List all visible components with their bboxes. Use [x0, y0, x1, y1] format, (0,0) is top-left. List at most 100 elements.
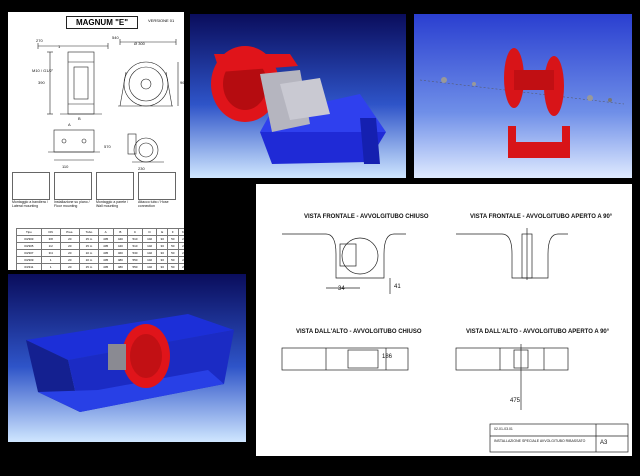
- reel-bracket-render: [211, 46, 386, 164]
- table-cell: 20: [59, 263, 81, 270]
- titleblock-code: 02-01-03.01: [494, 427, 513, 431]
- dim-41: 41: [394, 284, 401, 290]
- table-cell: 21: [177, 235, 184, 243]
- table-header: Tipo: [16, 228, 42, 236]
- table-header: Kg: [177, 228, 184, 236]
- table-cell: 510: [127, 242, 143, 250]
- table-cell: 550: [127, 263, 143, 270]
- table-cell: 25: [177, 263, 184, 270]
- table-cell: 20: [59, 249, 81, 257]
- table-header: Tubo: [79, 228, 99, 236]
- render-reel-bracket: [190, 14, 406, 178]
- table-cell: 30: [156, 242, 168, 250]
- caption-4: Attacco tubo / Hose connection: [138, 200, 169, 208]
- view-label-front-open: VISTA FRONTALE - AVVOLGITUBO APERTO A 90…: [470, 214, 613, 220]
- table-cell: 440: [112, 242, 129, 250]
- dim-110: 110: [62, 164, 69, 169]
- table-cell: 50: [167, 242, 179, 250]
- dim-b: B: [78, 116, 81, 121]
- table-cell: 15 m: [79, 263, 99, 270]
- exploded-view-render: [419, 48, 625, 158]
- table-header: B: [112, 228, 129, 236]
- table-cell: 1: [40, 256, 61, 264]
- table-cell: 1/2: [40, 242, 61, 250]
- dim-1: 1: [58, 44, 61, 49]
- caption-1: Montaggio a bandiera / Lateral mounting: [12, 200, 48, 208]
- table-cell: 24: [177, 256, 184, 264]
- table-cell: 50: [167, 256, 179, 264]
- table-cell: 30: [156, 263, 168, 270]
- table-header: DN: [40, 228, 61, 236]
- table-cell: 50: [167, 249, 179, 257]
- blue-tray-render: [26, 314, 234, 412]
- titleblock-description: INSTALLAZIONE SPECIALE AVVOLGITUBO RIBAS…: [494, 439, 586, 443]
- dim-540: 540: [112, 35, 119, 40]
- table-cell: 405: [97, 263, 114, 270]
- catalog-sheet: MAGNUM "E" VERSIONE 01: [8, 12, 184, 270]
- table-cell: 460: [112, 249, 129, 257]
- dim-96: 96: [180, 80, 184, 85]
- thumb-lateral: [12, 172, 50, 200]
- table-header: A: [97, 228, 114, 236]
- titleblock-size: A3: [600, 440, 608, 446]
- render-blue-tray: [8, 274, 246, 442]
- reel-side-view-drawing: 270 540 Ø 300 390 M10 / G1/2" 96 B 110 2…: [32, 35, 184, 171]
- table-cell: 102: [141, 242, 158, 250]
- table-header: F: [167, 228, 179, 236]
- dim-270: 270: [36, 38, 43, 43]
- dim-475: 475: [510, 398, 521, 404]
- table-cell: 550: [127, 256, 143, 264]
- table-cell: 102: [141, 249, 158, 257]
- caption-3: Montaggio a parete / Wall mounting: [96, 200, 129, 208]
- table-cell: 102: [141, 256, 158, 264]
- table-header: C: [127, 228, 143, 236]
- table-cell: 20: [59, 235, 81, 243]
- thumb-floor: [54, 172, 92, 200]
- table-cell: 21: [177, 242, 184, 250]
- table-cell: 15 m: [79, 242, 99, 250]
- table-cell: 405: [97, 249, 114, 257]
- table-cell: 480: [112, 256, 129, 264]
- dim-34: 34: [338, 286, 345, 292]
- table-cell: 102: [141, 235, 158, 243]
- dim-390: 390: [38, 80, 45, 85]
- table-cell: 30: [156, 235, 168, 243]
- table-cell: 10 m: [79, 256, 99, 264]
- view-label-top-closed: VISTA DALL'ALTO - AVVOLGITUBO CHIUSO: [296, 329, 422, 335]
- table-cell: 530: [127, 249, 143, 257]
- dim-570: 570: [104, 144, 111, 149]
- table-cell: 480: [112, 263, 129, 270]
- catalog-title: MAGNUM "E": [66, 16, 138, 29]
- table-cell: 440: [112, 235, 129, 243]
- table-header-row: Tipo DN Pres. Tubo A B C D E F Kg: [16, 228, 184, 236]
- technical-drawing: [281, 228, 629, 453]
- mounting-thumbnails: Montaggio a bandiera / Lateral mounting …: [12, 172, 180, 224]
- table-cell: 30: [156, 256, 168, 264]
- technical-drawing-sheet: VISTA FRONTALE - AVVOLGITUBO CHIUSO VIST…: [256, 184, 632, 456]
- caption-2: Installazione su piano / Floor mounting: [54, 200, 90, 208]
- dim-a: A: [68, 122, 71, 127]
- table-cell: 20: [59, 256, 81, 264]
- dim-300: Ø 300: [134, 41, 146, 46]
- render-exploded-view: [414, 14, 632, 178]
- table-header: D: [141, 228, 158, 236]
- table-header: Pres.: [59, 228, 81, 236]
- table-cell: 1: [40, 263, 61, 270]
- table-cell: 15 m: [79, 235, 99, 243]
- table-cell: 50: [167, 263, 179, 270]
- table-cell: 30: [156, 249, 168, 257]
- dim-m10: M10 / G1/2": [32, 68, 54, 73]
- table-cell: 510: [127, 235, 143, 243]
- view-label-front-closed: VISTA FRONTALE - AVVOLGITUBO CHIUSO: [304, 214, 429, 220]
- thumb-wall: [96, 172, 134, 200]
- table-cell: 50: [167, 235, 179, 243]
- table-cell: 405: [97, 242, 114, 250]
- table-header: E: [156, 228, 168, 236]
- table-cell: 03/305: [16, 242, 42, 250]
- table-cell: 3/4: [40, 249, 61, 257]
- dim-186: 186: [382, 354, 393, 360]
